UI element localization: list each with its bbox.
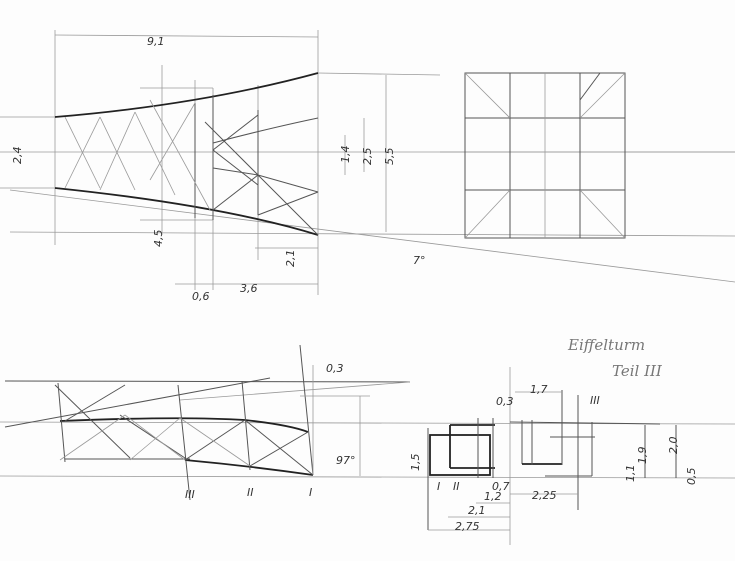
plan-label-I: I [437,480,440,493]
lower-plan: I II III 0,7 1,2 2,1 2,75 2,25 1,7 0,3 1… [427,367,698,545]
dim-1-9: 1,9 [636,447,649,465]
dim-angle: 7° [413,254,426,267]
plan-label-III: III [590,394,600,407]
dim-left-height: 2,4 [11,147,24,165]
dim-total-height: 5,5 [383,148,396,166]
dim-0-3: 0,3 [496,395,514,408]
frame-label-III: III [185,488,195,501]
top-plan [440,72,735,239]
lower-elevation: 0,3 97° 1,5 III II I [0,344,735,501]
dim-offset-left: 4,5 [152,230,165,248]
title-line-2: Teil III [612,362,663,380]
dim-height: 1,5 [409,454,422,472]
plan-label-II: II [453,480,460,493]
dim-2-75: 2,75 [455,520,480,533]
dim-right-offset: 2,1 [284,250,297,268]
dim-1-1: 1,1 [624,465,637,483]
dim-section-length: 3,6 [240,282,258,295]
dim-1-7: 1,7 [530,383,548,396]
frame-label-I: I [309,486,312,499]
dim-0-7: 0,7 [492,480,510,493]
dim-0-5: 0,5 [685,468,698,486]
dim-2-1: 2,1 [468,504,486,517]
title-line-1: Eiffelturm [567,336,645,354]
dim-angle-97: 97° [336,454,356,467]
dim-offset: 0,3 [326,362,344,375]
dim-inner-h1: 1,4 [339,146,352,164]
top-elevation: 9,1 2,4 4,5 0,6 3,6 2,1 1,4 2,5 5,5 7° [0,30,735,303]
dim-2-0: 2,0 [667,437,680,455]
dim-2-25: 2,25 [532,489,557,502]
dim-inner-h2: 2,5 [361,148,374,166]
dim-gap: 0,6 [192,290,210,303]
frame-label-II: II [247,486,254,499]
dim-1-2: 1,2 [484,490,502,503]
dim-top-width: 9,1 [147,35,165,48]
